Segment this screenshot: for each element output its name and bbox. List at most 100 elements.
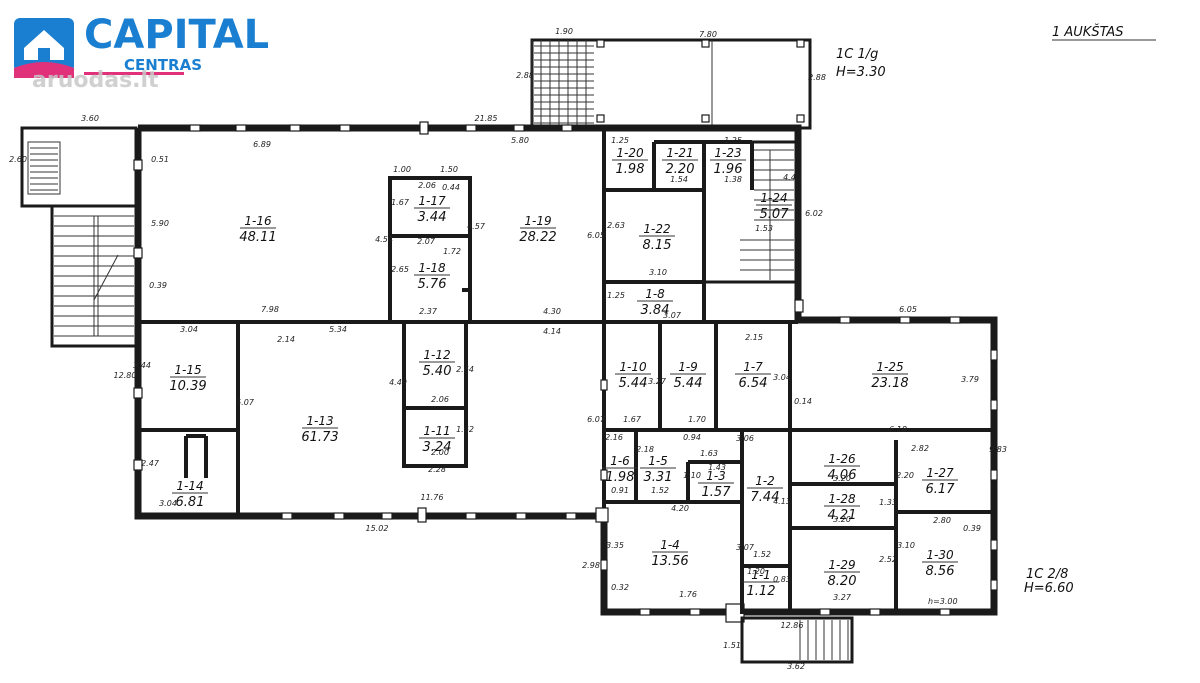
dimension-label: 1.00 [393, 165, 411, 174]
dimension-label: 2.37 [419, 307, 438, 316]
room-id: 1-1 [751, 568, 771, 582]
section-a-label: 1C 1/g [836, 47, 878, 62]
dimension-label: 1.25 [607, 291, 625, 300]
dimension-label: 1.63 [700, 449, 718, 458]
brand-name: CAPITAL [84, 12, 270, 58]
dimension-label: 15.02 [366, 524, 389, 533]
left-stair-block [20, 126, 138, 348]
house-logo-icon [14, 18, 74, 78]
ceiling-height-note: h=3.00 [928, 597, 958, 606]
dimension-label: 3.07 [736, 543, 755, 552]
dimension-label: 5.80 [511, 136, 529, 145]
room-area: 28.22 [519, 230, 556, 245]
dimension-label: 6.18 [889, 425, 907, 434]
dimension-label: 6.02 [805, 209, 823, 218]
dimension-label: 4.14 [543, 327, 561, 336]
room-1-24: 1-24 5.07 [756, 191, 792, 222]
room-1-22: 1-228.15 [639, 222, 675, 253]
dimension-label: 4.30 [543, 307, 561, 316]
section-a-height: H=3.30 [836, 65, 886, 80]
room-id: 1-29 [828, 558, 855, 572]
dimension-label: 2.18 [636, 445, 654, 454]
room-1-4: 1-413.56 [651, 538, 688, 569]
dimension-label: 3.07 [663, 311, 682, 320]
room-1-6: 1-61.98 [602, 454, 638, 485]
dimension-label: 2.06 [431, 395, 449, 404]
dimension-label: 1.38 [724, 175, 742, 184]
interior-walls [138, 128, 994, 614]
dimension-label: 6.07 [587, 415, 606, 424]
dimension-label: 3.06 [736, 434, 754, 443]
room-1-10: 1-105.44 [615, 360, 651, 391]
dimension-label: 3.04 [773, 373, 791, 382]
room-id: 1-22 [643, 222, 670, 236]
room-area: 5.76 [418, 277, 447, 292]
dimension-label: 2.88 [516, 71, 534, 80]
dimension-label: 2.98 [582, 561, 600, 570]
room-area: 5.40 [423, 364, 452, 379]
room-id: 1-11 [423, 424, 450, 438]
windows [133, 121, 998, 616]
dimension-label: 1.76 [679, 590, 697, 599]
room-id: 1-12 [423, 348, 450, 362]
room-id: 1-24 [760, 191, 787, 205]
dimension-label: 0.91 [611, 486, 629, 495]
room-1-11: 1-113.24 [419, 424, 455, 455]
dimension-label: 0.83 [773, 575, 791, 584]
capital-centras-logo[interactable]: CAPITAL CENTRAS aruodas.lt [14, 12, 284, 93]
brand-subname: CENTRAS [124, 56, 203, 74]
room-id: 1-18 [418, 261, 446, 275]
dimension-label: 3.27 [648, 377, 667, 386]
room-id: 1-8 [645, 287, 665, 301]
room-1-5: 1-53.31 [640, 454, 676, 485]
dimension-label: 0.14 [794, 397, 812, 406]
section-b-label: 1C 2/8 [1026, 567, 1068, 582]
dimension-label: 2.28 [428, 465, 446, 474]
dimension-label: 2.00 [431, 448, 449, 457]
room-id: 1-5 [648, 454, 668, 468]
dimension-label: 4.57 [467, 222, 486, 231]
dimension-label: 1.54 [670, 175, 688, 184]
room-id: 1-17 [418, 194, 446, 208]
dimension-label: 2.20 [896, 471, 914, 480]
room-area: 10.39 [169, 379, 206, 394]
dimension-label: 4.20 [671, 504, 689, 513]
dimension-label: 3.35 [606, 541, 624, 550]
room-id: 1-26 [828, 452, 856, 466]
room-area: 6.81 [176, 495, 205, 510]
room-1-14: 1-146.81 [172, 479, 208, 510]
room-area: 5.07 [760, 207, 790, 222]
room-area: 1.12 [747, 584, 776, 599]
dimension-label: 11.76 [421, 493, 444, 502]
room-id: 1-19 [524, 214, 551, 228]
dimension-label: 2.07 [417, 237, 436, 246]
dimension-label: 2.88 [808, 73, 826, 82]
room-area: 2.20 [666, 162, 695, 177]
dimension-label: 12.80 [114, 371, 137, 380]
room-area: 1.96 [714, 162, 743, 177]
pink-underline [84, 72, 184, 75]
room-1-18: 1-18 5.76 [414, 261, 450, 292]
room-area: 48.11 [239, 230, 276, 245]
room-area: 61.73 [301, 430, 338, 445]
dimension-label: 3.10 [649, 268, 667, 277]
dimension-label: 1.62 [456, 425, 474, 434]
room-area: 3.44 [418, 210, 447, 225]
dimension-label: 4.49 [389, 378, 407, 387]
room-1-23: 1-231.96 [710, 146, 746, 177]
room-1-9: 1-95.44 [670, 360, 706, 391]
room-id: 1-10 [619, 360, 647, 374]
dimension-label: 1.20 [747, 567, 765, 576]
dimension-label: 1.43 [708, 463, 726, 472]
dimension-label: 2.60 [9, 155, 27, 164]
dimension-label: 1.67 [391, 198, 410, 207]
dimension-label: 2.47 [141, 459, 160, 468]
dimension-label: 6.05 [587, 231, 605, 240]
room-id: 1-4 [660, 538, 680, 552]
room-area: 6.54 [739, 376, 768, 391]
room-id: 1-2 [755, 474, 775, 488]
room-1-2: 1-27.44 [747, 474, 783, 505]
dimension-label: 1.72 [443, 247, 461, 256]
room-area: 1.98 [616, 162, 645, 177]
